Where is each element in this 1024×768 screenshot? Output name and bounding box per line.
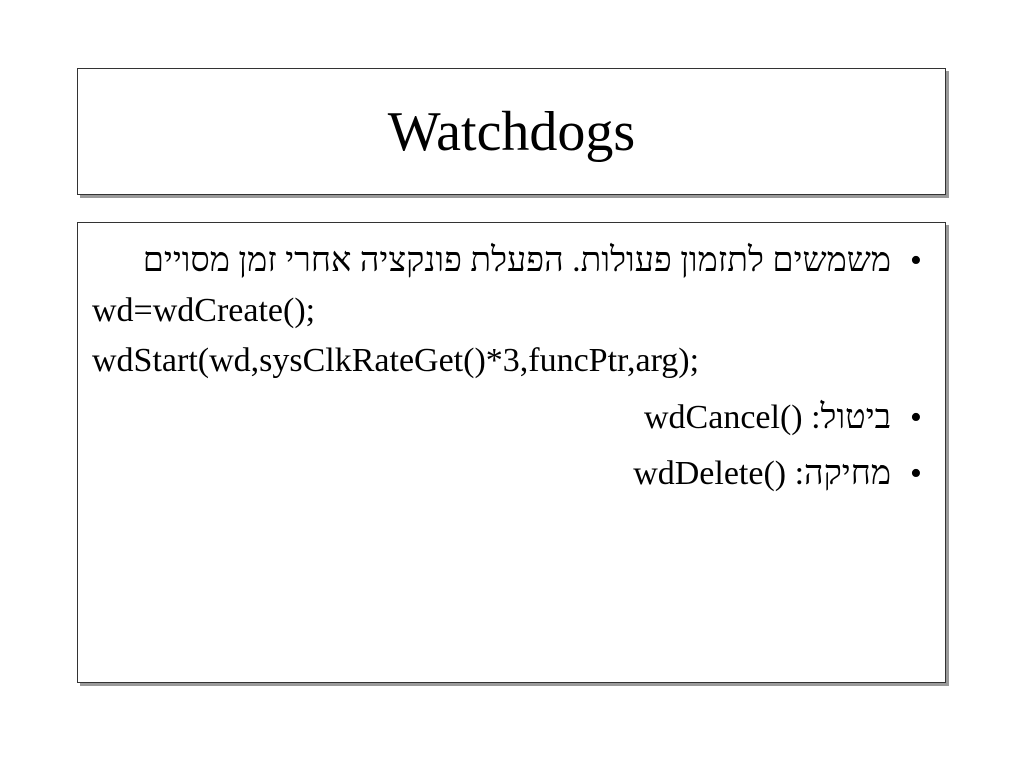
bullet-icon: • bbox=[910, 242, 922, 279]
slide-body: • משמשים לתזמון פעולות. הפעלת פונקציה אח… bbox=[92, 239, 931, 496]
code-line-start: wdStart(wd,sysClkRateGet()*3,funcPtr,arg… bbox=[92, 342, 700, 380]
content-frame: • משמשים לתזמון פעולות. הפעלת פונקציה אח… bbox=[77, 222, 946, 683]
bullet-item-delete: • מחיקה: wdDelete() bbox=[92, 452, 931, 496]
bullet-icon: • bbox=[910, 454, 922, 492]
slide-title: Watchdogs bbox=[387, 100, 636, 163]
cancel-label: ביטול: bbox=[811, 398, 891, 436]
bullet-text: משמשים לתזמון פעולות. הפעלת פונקציה אחרי… bbox=[142, 242, 891, 279]
title-frame: Watchdogs bbox=[77, 68, 946, 195]
bullet-item-cancel: • ביטול: wdCancel() bbox=[92, 396, 931, 440]
bullet-item-usage: • משמשים לתזמון פעולות. הפעלת פונקציה אח… bbox=[92, 239, 931, 283]
bullet-icon: • bbox=[910, 398, 922, 436]
delete-code: wdDelete() bbox=[633, 454, 787, 492]
code-line-create: wd=wdCreate(); bbox=[92, 292, 316, 330]
cancel-code: wdCancel() bbox=[644, 398, 803, 436]
delete-label: מחיקה: bbox=[794, 454, 891, 492]
